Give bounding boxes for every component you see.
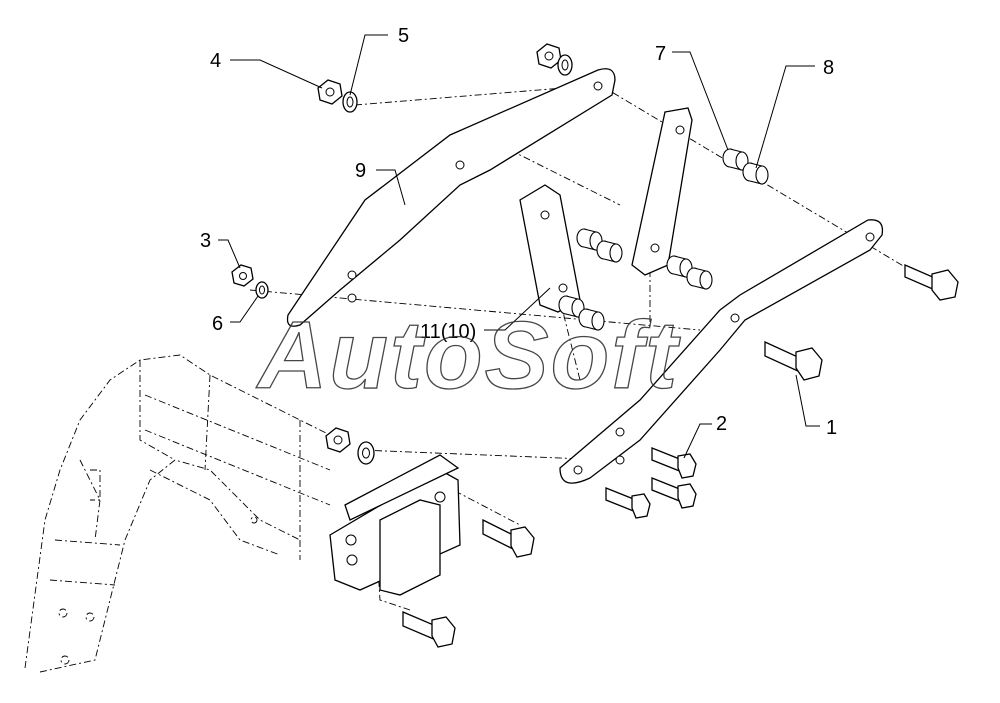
bushing-d <box>686 267 713 290</box>
nut-top <box>536 43 573 76</box>
nut-3 <box>231 264 254 287</box>
link-plate-part-11 <box>519 184 581 313</box>
callout-9: 9 <box>355 160 366 182</box>
bolt-lower-a <box>482 518 535 558</box>
nut-lower <box>325 427 375 465</box>
callout-11: 11(10) <box>420 321 476 343</box>
bolt-lower-b <box>402 611 456 648</box>
bolt-2c <box>605 487 651 519</box>
callout-1: 1 <box>826 417 837 439</box>
bushing-e <box>558 295 585 318</box>
bushing-8 <box>742 162 769 185</box>
leader-lines <box>218 34 820 459</box>
watermark-text: AutoSoft <box>256 302 681 409</box>
callout-3: 3 <box>200 230 211 252</box>
nut-4 <box>317 79 343 105</box>
arm-part-1 <box>559 219 884 484</box>
bolt-right <box>904 264 959 301</box>
callout-7: 7 <box>655 43 666 65</box>
callout-8: 8 <box>823 57 834 79</box>
callout-5: 5 <box>398 25 409 47</box>
bushing-b <box>596 240 623 263</box>
nuts-and-washers <box>231 43 573 465</box>
bolt-1 <box>764 340 823 381</box>
callout-2: 2 <box>716 413 727 435</box>
bolts <box>402 264 959 648</box>
callout-labels: 4 5 7 8 9 3 6 1 2 11(10) <box>200 25 837 439</box>
bushing-f <box>578 308 605 331</box>
callout-4: 4 <box>210 50 221 72</box>
callout-6: 6 <box>212 313 223 335</box>
mounting-bracket <box>329 454 461 596</box>
bushings <box>558 148 769 331</box>
arm-part-9 <box>286 68 616 327</box>
bolt-2b <box>651 477 697 509</box>
washer-5 <box>342 91 358 113</box>
washer-6 <box>255 281 269 299</box>
bolt-2a <box>651 447 697 479</box>
upper-link-plate <box>631 107 693 276</box>
